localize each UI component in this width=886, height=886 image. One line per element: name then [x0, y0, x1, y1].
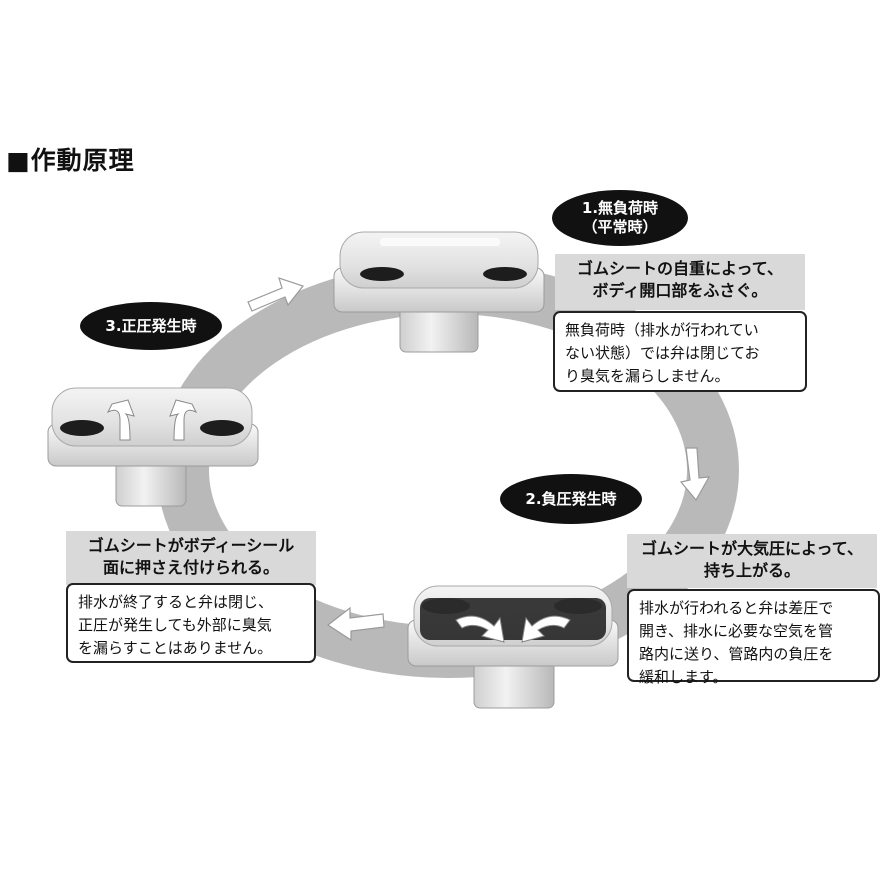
step-3-headline: ゴムシートがボディーシール 面に押さえ付けられる。 — [66, 531, 316, 585]
step-1-headline-line: ボディ開口部をふさぐ。 — [592, 281, 768, 300]
rubber-sheet-right — [483, 267, 527, 281]
page-title: ■作動原理 — [6, 146, 135, 175]
valve-illustration-positive-pressure — [47, 387, 259, 507]
step-2-headline-line: ゴムシートが大気圧によって、 — [641, 539, 863, 558]
step-2-detail-line: 開き、排水に必要な空気を管 — [639, 622, 833, 640]
step-1-detail-line: 無負荷時（排水が行われてい — [565, 321, 759, 339]
step-3-detail-line: 排水が終了すると弁は閉じ、 — [78, 593, 274, 611]
airflow-arrow-icon — [455, 615, 505, 643]
step-3-headline-line: 面に押さえ付けられる。 — [102, 558, 279, 577]
arrow-left-icon — [326, 606, 385, 642]
step-2-detail-line: 路内に送り、管路内の負圧を — [639, 645, 834, 663]
step-3-label: 3.正圧発生時 — [80, 302, 222, 350]
step-3-detail-line: 正圧が発生しても外部に臭気 — [78, 616, 272, 634]
step-1-label-line: （平常時） — [582, 218, 658, 236]
step-3-detail-line: を漏らすことはありません。 — [78, 639, 273, 657]
step-2-label-line: 2.負圧発生時 — [525, 489, 617, 508]
step-1-detail-line: ない状態）では弁は閉じてお — [565, 344, 760, 362]
step-2-headline: ゴムシートが大気圧によって、 持ち上がる。 — [627, 534, 877, 588]
airflow-arrow-icon — [521, 615, 571, 643]
step-1-label: 1.無負荷時 （平常時） — [552, 190, 688, 246]
rubber-sheet-right — [554, 598, 602, 614]
step-1-detail: 無負荷時（排水が行われてい ない状態）では弁は閉じてお り臭気を漏らしません。 — [553, 311, 807, 392]
arrow-right-icon — [247, 277, 305, 312]
step-1-detail-line: り臭気を漏らしません。 — [565, 367, 730, 385]
step-2-label: 2.負圧発生時 — [500, 474, 642, 524]
arrow-down-icon — [679, 447, 711, 502]
step-3-headline-line: ゴムシートがボディーシール — [87, 536, 295, 555]
step-1-headline: ゴムシートの自重によって、 ボディ開口部をふさぐ。 — [555, 254, 805, 310]
step-2-detail-line: 緩和します。 — [639, 668, 728, 686]
step-3-detail: 排水が終了すると弁は閉じ、 正圧が発生しても外部に臭気 を漏らすことはありません… — [66, 583, 316, 663]
rubber-sheet-right — [200, 420, 244, 436]
rubber-sheet-left — [60, 420, 104, 436]
step-2-headline-line: 持ち上がる。 — [703, 561, 800, 580]
step-3-label-line: 3.正圧発生時 — [105, 316, 197, 335]
direction-arrows — [247, 277, 711, 642]
step-2-detail-line: 排水が行われると弁は差圧で — [639, 599, 834, 617]
valve-illustration-closed — [333, 231, 545, 353]
pressure-arrow-icon — [169, 399, 198, 441]
valve-illustration-negative-pressure — [407, 585, 619, 709]
rubber-sheet-left — [360, 267, 404, 281]
step-1-label-line: 1.無負荷時 — [581, 199, 659, 218]
pressure-arrow-icon — [106, 399, 135, 441]
rubber-sheet-left — [422, 598, 470, 614]
step-2-detail: 排水が行われると弁は差圧で 開き、排水に必要な空気を管 路内に送り、管路内の負圧… — [627, 589, 880, 686]
step-1-headline-line: ゴムシートの自重によって、 — [577, 259, 783, 278]
